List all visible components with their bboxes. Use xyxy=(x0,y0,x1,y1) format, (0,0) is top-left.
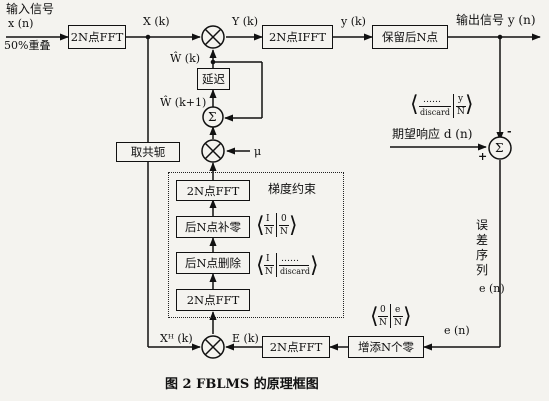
figure-caption: 图 2 FBLMS 的原理框图 xyxy=(165,377,319,392)
label-yk: y (k) xyxy=(341,15,366,28)
input-overlap-label: 50%重叠 xyxy=(4,39,51,52)
block-add-zeros: 增添N个零 xyxy=(348,336,424,358)
error-sequence-label: 误 差 序 列 xyxy=(476,218,489,277)
block-pad-zero: 后N点补零 xyxy=(176,216,250,238)
desired-response-label: 期望响应 d (n) xyxy=(392,127,473,141)
sum-error xyxy=(488,136,512,160)
input-xn-label: x (n) xyxy=(8,17,34,30)
input-signal-label: 输入信号 xyxy=(6,2,55,16)
label-Ek: E (k) xyxy=(232,332,259,345)
block-fft-error: 2N点FFT xyxy=(262,336,330,358)
sum-weights-sigma: Σ xyxy=(208,110,217,124)
sum-weights xyxy=(202,106,224,128)
block-conjugate: 取共轭 xyxy=(116,142,180,162)
label-en-bottom: e (n) xyxy=(444,324,470,337)
block-fft-grad-bottom: 2N点FFT xyxy=(176,289,250,311)
label-Wk: Ŵ (k) xyxy=(170,52,201,65)
label-en-right: e (n) xyxy=(479,282,505,295)
label-XHk: Xᴴ (k) xyxy=(160,332,193,345)
gradient-constraint-label: 梯度约束 xyxy=(268,182,317,196)
sum-minus-sign: - xyxy=(507,125,512,138)
gradient-constraint-region xyxy=(168,172,344,318)
block-delete: 后N点删除 xyxy=(176,252,250,274)
label-mu: μ xyxy=(254,145,262,158)
block-fft-input: 2N点FFT xyxy=(68,25,126,49)
output-signal-label: 输出信号 y (n) xyxy=(456,13,536,27)
label-Xk: X (k) xyxy=(143,15,170,28)
block-delay: 延迟 xyxy=(197,68,230,90)
block-fft-grad-top: 2N点FFT xyxy=(176,180,250,201)
label-Yk: Y (k) xyxy=(232,15,259,28)
label-Wk1: Ŵ (k+1) xyxy=(160,96,207,109)
block-ifft: 2N点IFFT xyxy=(262,25,333,49)
sum-error-sigma: Σ xyxy=(495,141,504,155)
sum-plus-sign: + xyxy=(478,150,488,163)
block-keep-last-n: 保留后N点 xyxy=(372,25,448,49)
